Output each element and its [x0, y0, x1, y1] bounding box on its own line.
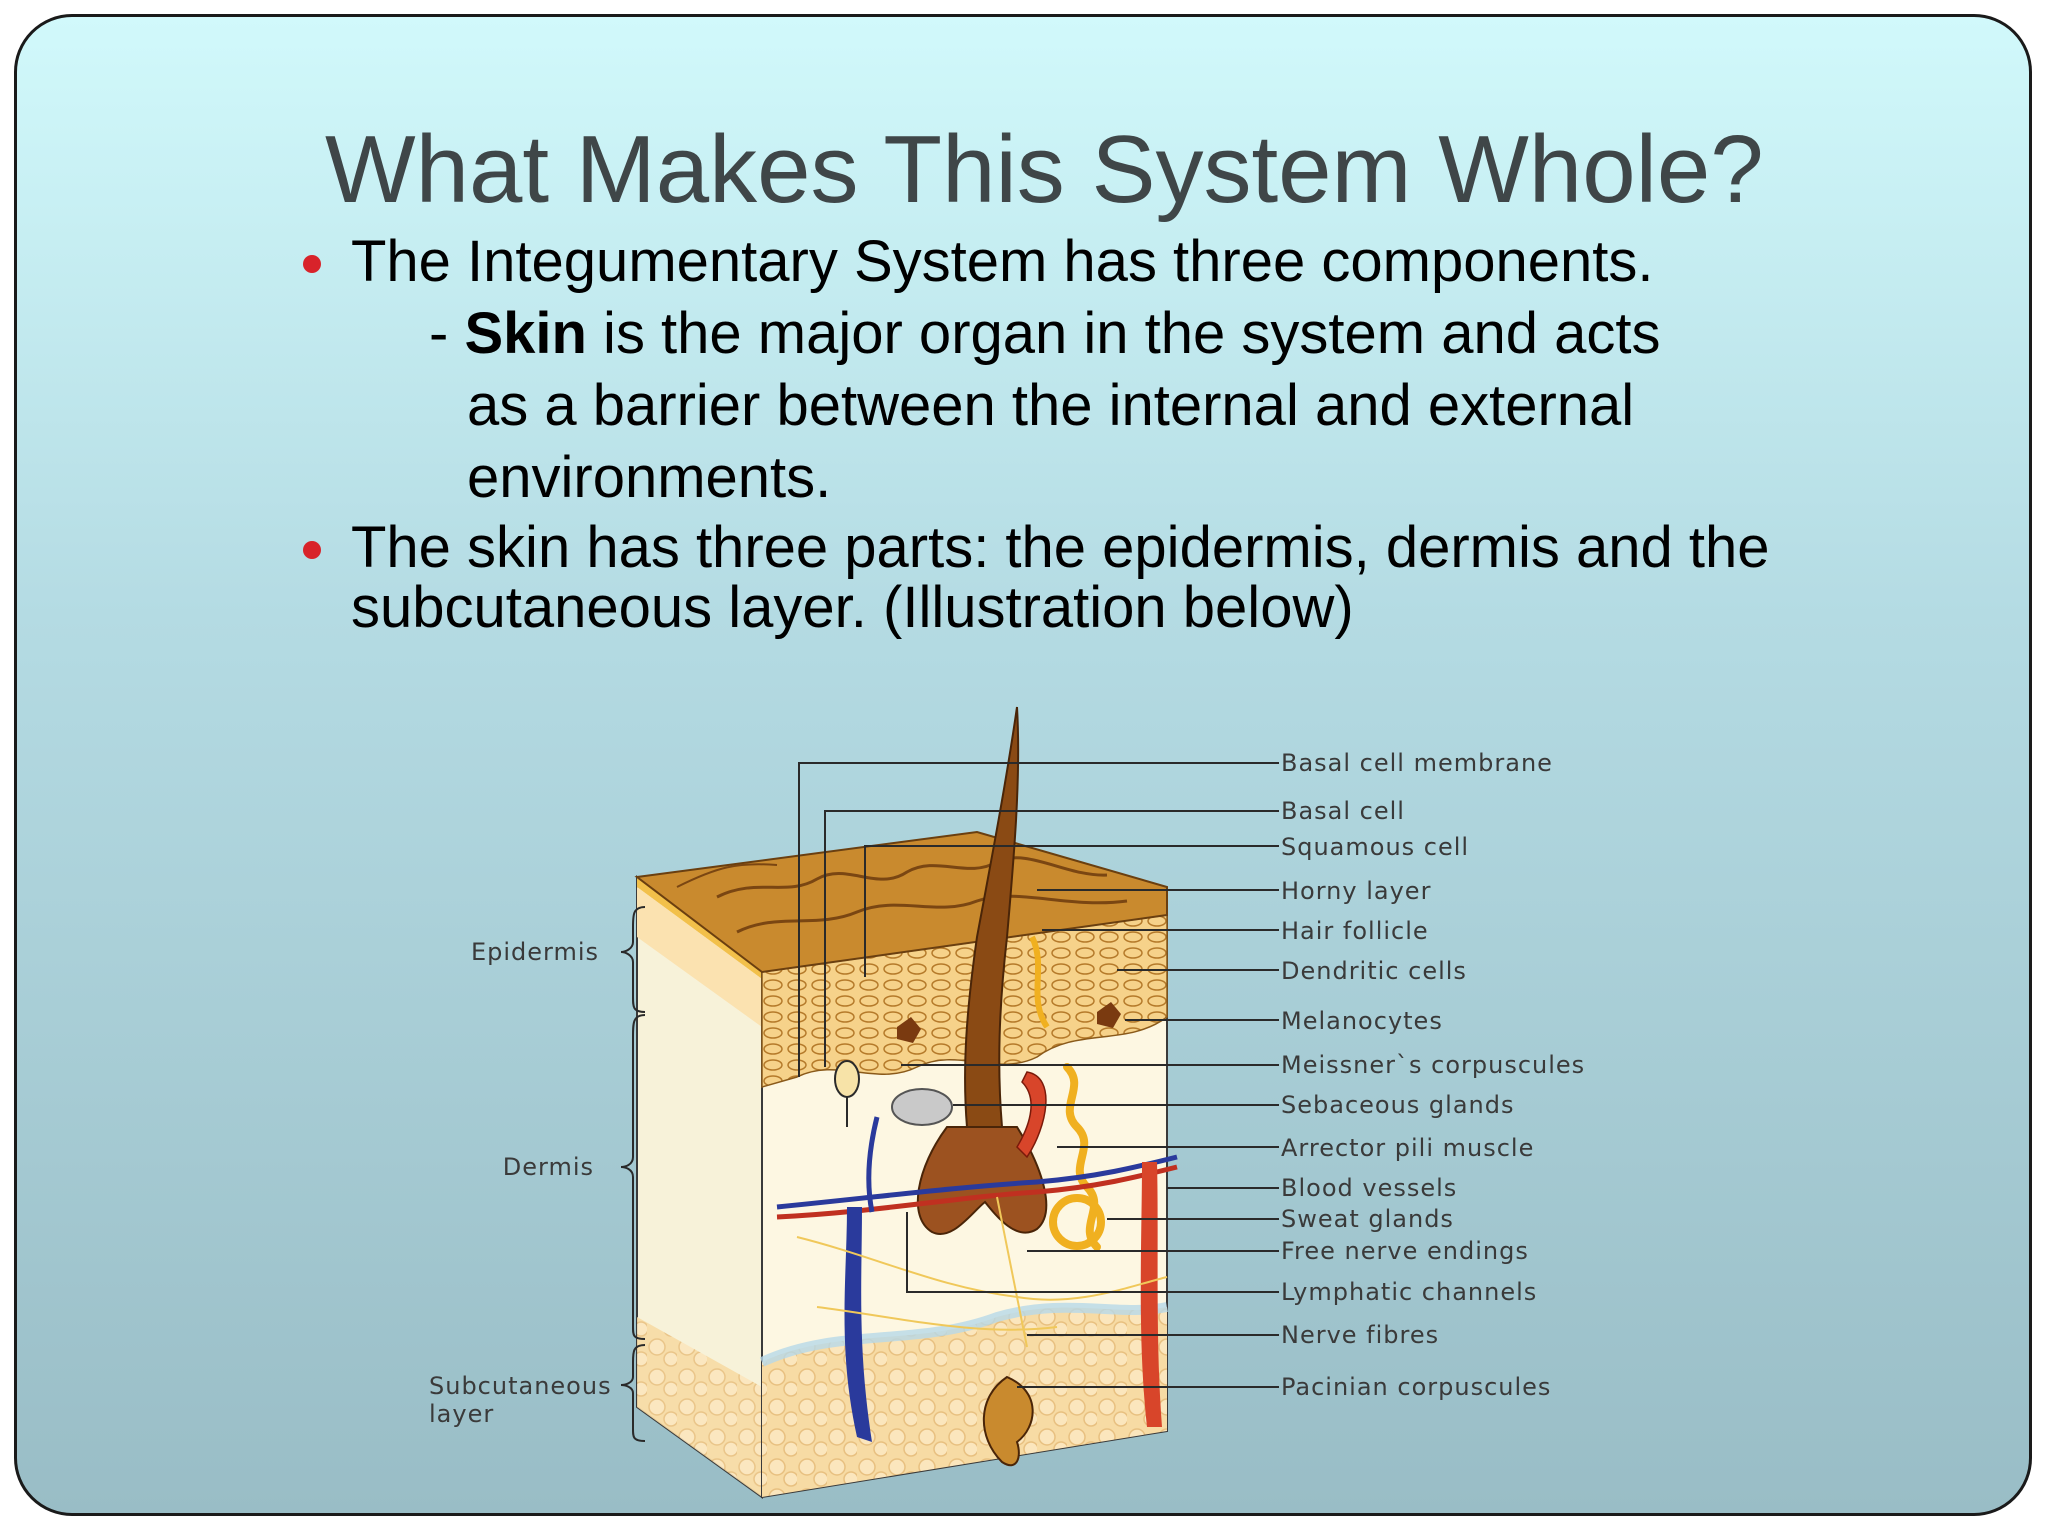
hair-follicle-bulb	[916, 1126, 1048, 1235]
label-basal-cell: Basal cell	[1281, 797, 1405, 825]
label-melanocytes: Melanocytes	[1281, 1007, 1443, 1035]
label-basal-cell-membrane: Basal cell membrane	[1281, 749, 1553, 777]
skin-diagram: Epidermis Dermis Subcutaneous layer Basa…	[429, 706, 1585, 1499]
structure-labels: Basal cell membrane Basal cell Squamous …	[1281, 749, 1585, 1401]
label-lymphatic-channels: Lymphatic channels	[1281, 1278, 1537, 1306]
label-nerve-fibres: Nerve fibres	[1281, 1321, 1439, 1349]
bullet-1: The Integumentary System has three compo…	[351, 229, 1654, 294]
bullet-2-line-2: subcutaneous layer. (Illustration below)	[351, 575, 1354, 640]
label-blood-vessels: Blood vessels	[1281, 1174, 1457, 1202]
layer-label-dermis: Dermis	[503, 1153, 594, 1181]
blood-vessel-blue	[776, 1154, 1178, 1210]
label-horny-layer: Horny layer	[1281, 877, 1431, 905]
bullet-dot-icon	[303, 255, 321, 273]
label-squamous-cell: Squamous cell	[1281, 833, 1469, 861]
slide: What Makes This System Whole? The Integu…	[14, 14, 2032, 1516]
layer-label-layer: layer	[429, 1400, 494, 1428]
bullet-dot-icon	[303, 541, 321, 559]
sub-point-line-1: - Skin is the major organ in the system …	[429, 303, 1660, 365]
pacinian-corpuscle	[982, 1375, 1034, 1467]
slide-title: What Makes This System Whole?	[325, 116, 1764, 223]
bullet-2-line-1: The skin has three parts: the epidermis,…	[351, 515, 1770, 580]
label-hair-follicle: Hair follicle	[1281, 917, 1429, 945]
label-pacinian-corpuscules: Pacinian corpuscules	[1281, 1373, 1551, 1401]
layer-label-subcutaneous: Subcutaneous	[429, 1372, 612, 1400]
sub-point-bold: Skin	[464, 301, 587, 366]
label-dendritic-cells: Dendritic cells	[1281, 957, 1467, 985]
label-free-nerve-endings: Free nerve endings	[1281, 1237, 1529, 1265]
layer-braces	[620, 906, 646, 1442]
skin-top-surface	[634, 830, 1168, 974]
label-meissners-corpuscules: Meissner`s corpuscules	[1281, 1051, 1585, 1079]
sub-point-dash: -	[429, 301, 465, 366]
sub-point-rest: is the major organ in the system and act…	[586, 301, 1661, 366]
sub-point-line-2: as a barrier between the internal and ex…	[467, 373, 1635, 438]
label-sebaceous-glands: Sebaceous glands	[1281, 1091, 1515, 1119]
layer-label-epidermis: Epidermis	[471, 938, 599, 966]
label-sweat-glands: Sweat glands	[1281, 1205, 1454, 1233]
sub-point-line-3: environments.	[467, 445, 832, 510]
leader-lines	[798, 762, 1279, 1388]
label-arrector-pili-muscle: Arrector pili muscle	[1281, 1134, 1534, 1162]
